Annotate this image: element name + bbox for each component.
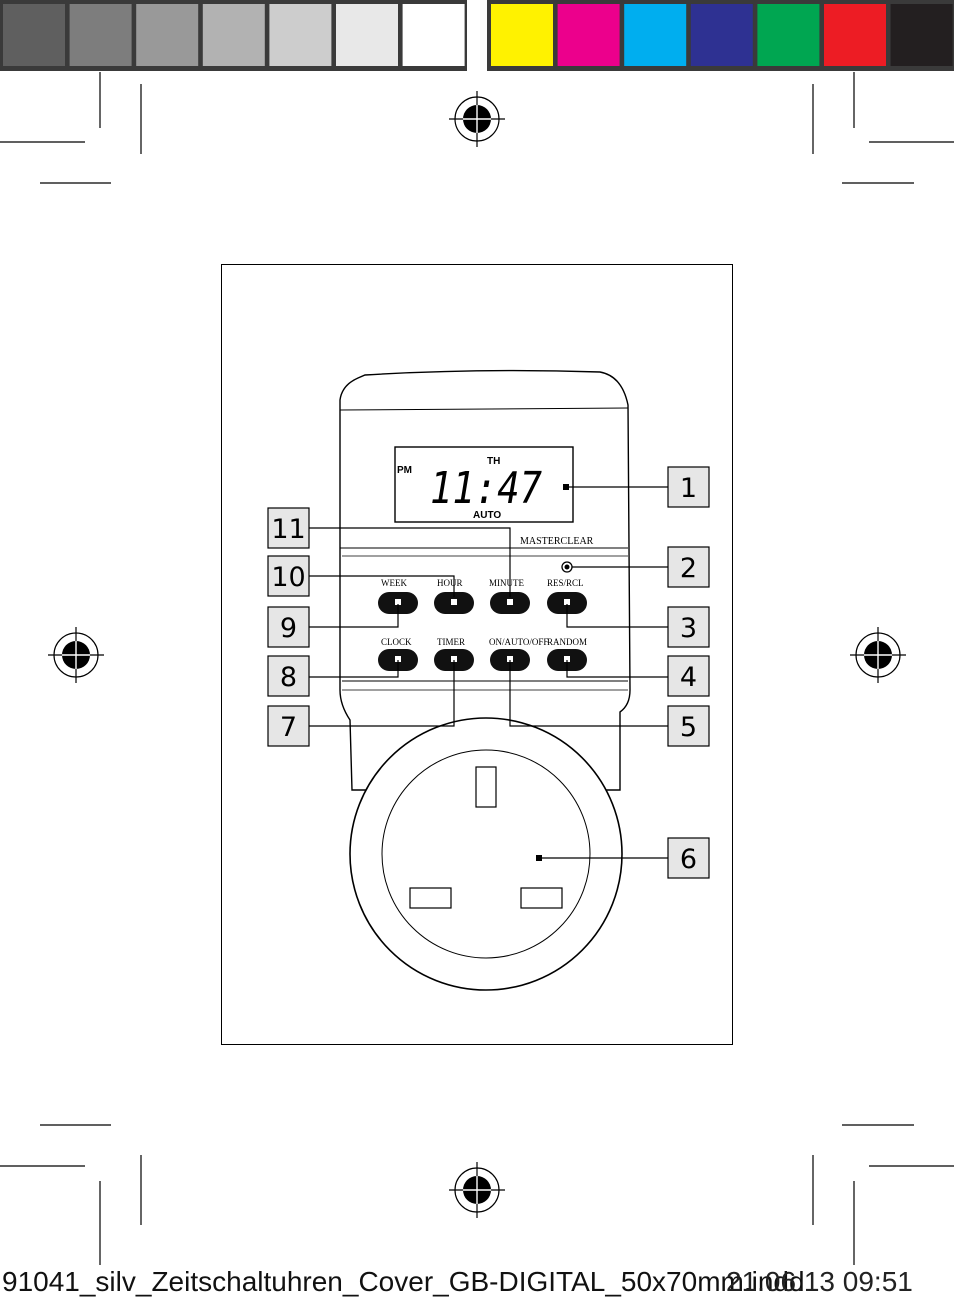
color-swatch xyxy=(757,4,820,66)
leader-11 xyxy=(309,527,511,597)
button-label: ON/AUTO/OFF xyxy=(489,637,548,647)
callout-boxes: 1 2 3 4 5 6 7 8 9 10 11 xyxy=(267,466,710,879)
leader-endpoint xyxy=(563,484,569,490)
callout-7: 7 xyxy=(267,705,310,747)
socket-outer-ring xyxy=(349,717,623,991)
gray-swatch xyxy=(136,4,199,66)
socket-live-slot xyxy=(520,887,563,909)
lcd-time: 11:47 xyxy=(430,463,542,514)
callout-1: 1 xyxy=(667,466,710,508)
callout-10: 10 xyxy=(267,555,310,597)
registration-marks xyxy=(48,91,906,1218)
lcd-frame xyxy=(394,446,574,523)
color-swatch xyxy=(557,4,620,66)
lcd-day: TH xyxy=(487,456,500,467)
callout-8: 8 xyxy=(267,655,310,697)
button-center-marker xyxy=(564,599,570,605)
callout-number: 9 xyxy=(280,613,297,644)
leader-8 xyxy=(309,660,399,678)
button-label: WEEK xyxy=(381,578,407,588)
button-label: CLOCK xyxy=(381,637,412,647)
gray-swatch xyxy=(3,4,65,66)
housing-top-edge xyxy=(339,407,629,411)
callout-number: 2 xyxy=(680,553,697,584)
leader-9 xyxy=(309,604,399,628)
gray-swatch xyxy=(269,4,332,66)
button-label: RES/RCL xyxy=(547,578,584,588)
leader-endpoints xyxy=(536,484,569,861)
socket-neutral-slot xyxy=(409,887,452,909)
button-label: RANDOM xyxy=(547,637,587,647)
power-socket xyxy=(349,717,623,991)
button-center-marker xyxy=(564,656,570,662)
page-frame xyxy=(221,264,733,1045)
callout-number: 10 xyxy=(271,562,305,593)
callout-leaders xyxy=(309,486,668,859)
socket-inner-ring xyxy=(381,749,591,959)
lcd-display: PM TH 11:47 AUTO xyxy=(394,446,574,523)
button-label: HOUR xyxy=(437,578,463,588)
button-label: MINUTE xyxy=(489,578,524,588)
button-center-marker xyxy=(395,599,401,605)
button-center-marker xyxy=(451,656,457,662)
callout-number: 3 xyxy=(680,613,697,644)
color-swatch xyxy=(824,4,886,66)
leader-4 xyxy=(566,660,668,678)
file-name: 91041_silv_Zeitschaltuhren_Cover_GB-DIGI… xyxy=(2,1266,805,1297)
color-swatch xyxy=(690,4,753,66)
socket-earth-pin-slot xyxy=(475,766,497,808)
button-center-marker xyxy=(395,656,401,662)
callout-9: 9 xyxy=(267,606,310,648)
leader-5 xyxy=(509,660,668,727)
lcd-period: PM xyxy=(397,465,412,476)
masterclear-label: MASTERCLEAR xyxy=(520,536,594,547)
color-swatch xyxy=(491,4,553,66)
registration-mark xyxy=(449,1162,505,1218)
registration-mark xyxy=(48,627,104,683)
gray-swatch xyxy=(69,4,132,66)
registration-mark xyxy=(449,91,505,147)
leader-3 xyxy=(566,604,668,628)
callout-2: 2 xyxy=(667,546,710,588)
masterclear-dot xyxy=(564,564,570,570)
callout-number: 7 xyxy=(280,712,297,743)
file-slug: 91041_silv_Zeitschaltuhren_Cover_GB-DIGI… xyxy=(0,1266,954,1306)
color-swatch xyxy=(624,4,687,66)
leader-endpoint xyxy=(536,855,542,861)
gray-swatch xyxy=(402,4,465,66)
timestamp: 21.06.13 09:51 xyxy=(726,1266,913,1297)
callout-11: 11 xyxy=(267,507,310,549)
gray-swatch xyxy=(336,4,398,66)
callout-4: 4 xyxy=(667,655,710,697)
callout-number: 6 xyxy=(680,844,697,875)
callout-6: 6 xyxy=(667,837,710,879)
callout-number: 8 xyxy=(280,662,297,693)
button-label: TIMER xyxy=(437,637,465,647)
leader-10 xyxy=(309,575,455,597)
callout-number: 5 xyxy=(680,712,697,743)
crop-marks xyxy=(0,72,954,1265)
button-center-marker xyxy=(451,599,457,605)
button-center-marker xyxy=(507,599,513,605)
registration-mark xyxy=(850,627,906,683)
callout-5: 5 xyxy=(667,705,710,747)
lcd-mode: AUTO xyxy=(473,510,501,521)
callout-3: 3 xyxy=(667,606,710,648)
callout-number: 1 xyxy=(680,473,697,504)
gray-swatch xyxy=(202,4,265,66)
gray-swatches xyxy=(3,4,465,66)
callout-number: 11 xyxy=(271,514,305,545)
color-swatches xyxy=(491,4,953,66)
color-swatch xyxy=(890,4,953,66)
callout-number: 4 xyxy=(680,662,697,693)
leader-7 xyxy=(309,660,455,727)
color-calibration-bar xyxy=(0,0,954,71)
button-center-marker xyxy=(507,656,513,662)
